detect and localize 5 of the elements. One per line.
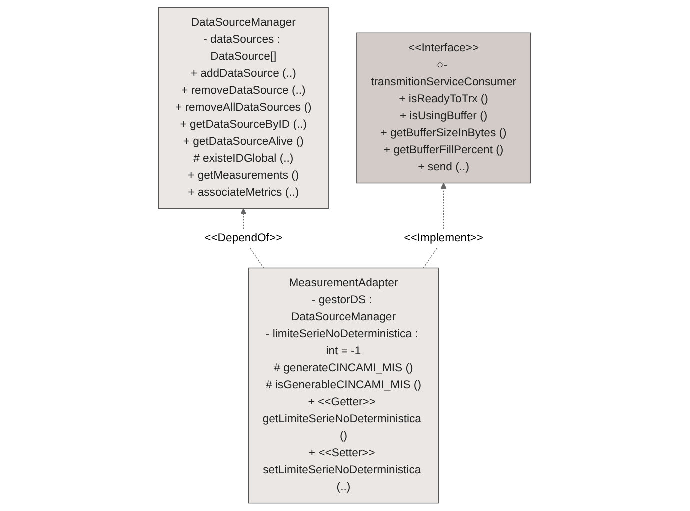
edge-label: <<Implement>> <box>404 232 484 244</box>
node-box: <<Interface>> ○- transmitionServiceConsumer + isReadyToTrx () + isUsingBuffer () + getBufferSizeInBytes () + getBufferFillPercent () + send (..) <box>356 32 532 184</box>
node-box: DataSourceManager - dataSources : DataSource[] + addDataSource (..) + removeDataSource (..) + removeAllDataSources () + getDataSourceByID (..) + getDataSourceAlive () # existeIDGlobal (..) + getMeasurements () + associateMetrics (..) <box>158 7 330 210</box>
edge-label: <<DependOf>> <box>204 232 283 244</box>
node-box: MeasurementAdapter - gestorDS : DataSourceManager - limiteSerieNoDeterministica : int = -1 # generateCINCAMI_MIS () # isGenerableCINCAMI_MIS () + <<Getter>> getLimiteSerieNoDeterministica () + <<Setter>> setLimiteSerieNoDeterministica (..) <box>248 268 440 504</box>
